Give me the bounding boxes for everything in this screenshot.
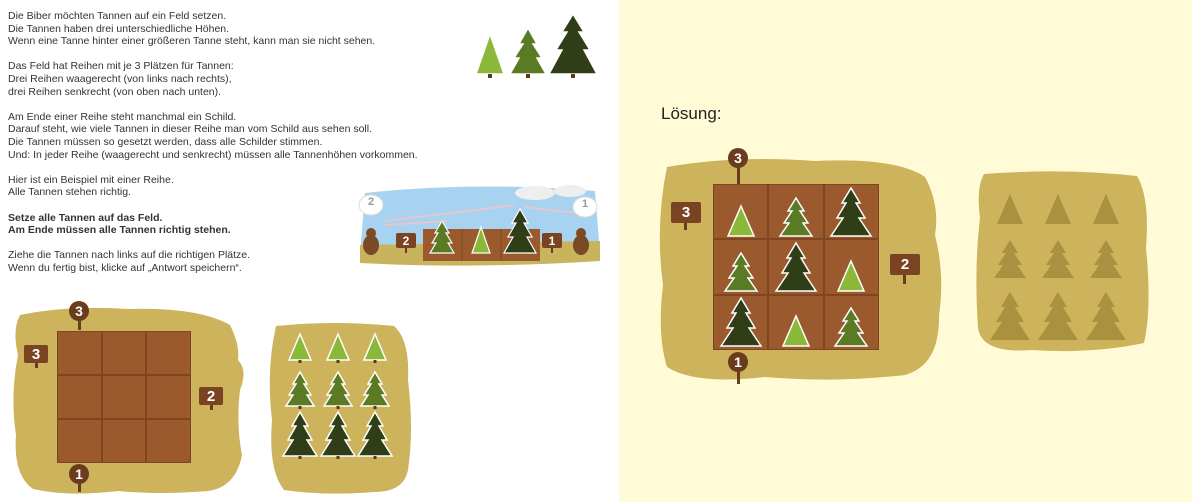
palette-tree-medium-3[interactable] [360,371,390,410]
solution-label: Lösung: [661,104,722,123]
solution-cell-1-2 [768,184,824,240]
thought-bubble-right [572,196,598,218]
solution-sign-right: 2 [890,254,920,275]
silhouette-large-icon [1038,292,1078,340]
example-tree-medium-icon [428,219,456,254]
solution-palette-silhouettes [990,194,1126,340]
tree-heights-illustration [474,12,599,78]
solution-sign-top: 3 [728,148,748,168]
example-sign-left: 2 [396,233,416,248]
instructions-task: Setze alle Tannen auf das Feld. Am Ende … [8,211,231,237]
instructions: Die Biber möchten Tannen auf ein Feld se… [8,10,478,287]
tree-small-icon [474,31,506,78]
palette-tree-large-1[interactable] [282,411,318,460]
task-field-grid [57,331,191,463]
palette-tree-small-3[interactable] [363,333,387,364]
palette-tree-medium-1[interactable] [285,371,315,410]
instructions-signs: Am Ende einer Reihe steht manchmal ein S… [8,110,418,161]
task-cell-2-2[interactable] [101,375,147,419]
tree-large-icon [547,12,599,78]
tree-small-icon [781,314,811,348]
example-row-illustration [358,185,600,266]
tree-medium-icon [508,26,548,78]
palette-tree-large-2[interactable] [320,411,356,460]
example-bubble-right-number: 1 [581,198,589,210]
beaver-right-icon [573,235,589,255]
task-cell-3-1[interactable] [57,419,102,463]
task-cell-1-3[interactable] [146,331,191,375]
palette-tree-small-2[interactable] [326,333,350,364]
tree-small-icon [837,259,866,292]
solution-cell-2-1 [713,239,769,295]
palette-tree-small-1[interactable] [288,333,312,364]
silhouette-medium-icon [1090,240,1122,278]
task-sign-top: 3 [69,301,89,321]
tree-small-icon [726,203,755,237]
silhouette-small-icon [1093,194,1119,224]
task-cell-3-3[interactable] [146,419,191,463]
task-cell-1-2[interactable] [101,331,147,375]
task-panel: Die Biber möchten Tannen auf ein Feld se… [8,10,600,494]
solution-cell-3-3 [823,294,879,350]
task-cell-3-2[interactable] [101,419,147,463]
task-sign-right: 2 [199,387,223,405]
tree-medium-icon [778,196,814,237]
example-tree-small-icon [471,225,491,254]
palette-tree-medium-2[interactable] [323,371,353,410]
tree-large-icon [719,296,763,348]
solution-cell-1-1 [713,184,769,240]
thought-bubble-left [358,194,384,216]
solution-cell-2-3 [823,239,879,295]
example-sign-right: 1 [542,233,562,248]
instructions-howto: Ziehe die Tannen nach links auf die rich… [8,249,251,274]
silhouette-large-icon [1086,292,1126,340]
task-sign-bottom: 1 [69,464,89,484]
instructions-example: Hier ist ein Beispiel mit einer Reihe. A… [8,173,174,199]
solution-field-grid [713,184,879,350]
task-sign-left: 3 [24,345,48,363]
tree-medium-icon [833,306,869,348]
silhouette-large-icon [990,292,1030,340]
example-bubble-left-number: 2 [367,196,375,208]
palette-tree-large-3[interactable] [357,411,393,460]
silhouette-small-icon [1045,194,1071,224]
silhouette-small-icon [997,194,1023,224]
solution-cell-2-2 [768,239,824,295]
instructions-rows: Das Feld hat Reihen mit je 3 Plätzen für… [8,60,234,98]
solution-cell-1-3 [823,184,879,240]
instructions-intro: Die Biber möchten Tannen auf ein Feld se… [8,10,376,48]
task-cell-2-1[interactable] [57,375,102,419]
silhouette-medium-icon [994,240,1026,278]
beaver-left-icon [363,235,379,255]
sight-line-right [524,206,578,214]
task-cell-2-3[interactable] [146,375,191,419]
solution-cell-3-1 [713,294,769,350]
sight-line-left [384,204,516,222]
solution-sign-left: 3 [671,202,701,223]
tree-medium-icon [723,251,759,292]
silhouette-medium-icon [1042,240,1074,278]
solution-sign-bottom: 1 [728,352,748,372]
solution-cell-3-2 [768,294,824,350]
tree-large-icon [829,186,873,237]
tree-large-icon [774,241,818,292]
example-tree-large-icon [502,207,538,254]
palette-trees [282,333,393,460]
task-cell-1-1[interactable] [57,331,102,375]
